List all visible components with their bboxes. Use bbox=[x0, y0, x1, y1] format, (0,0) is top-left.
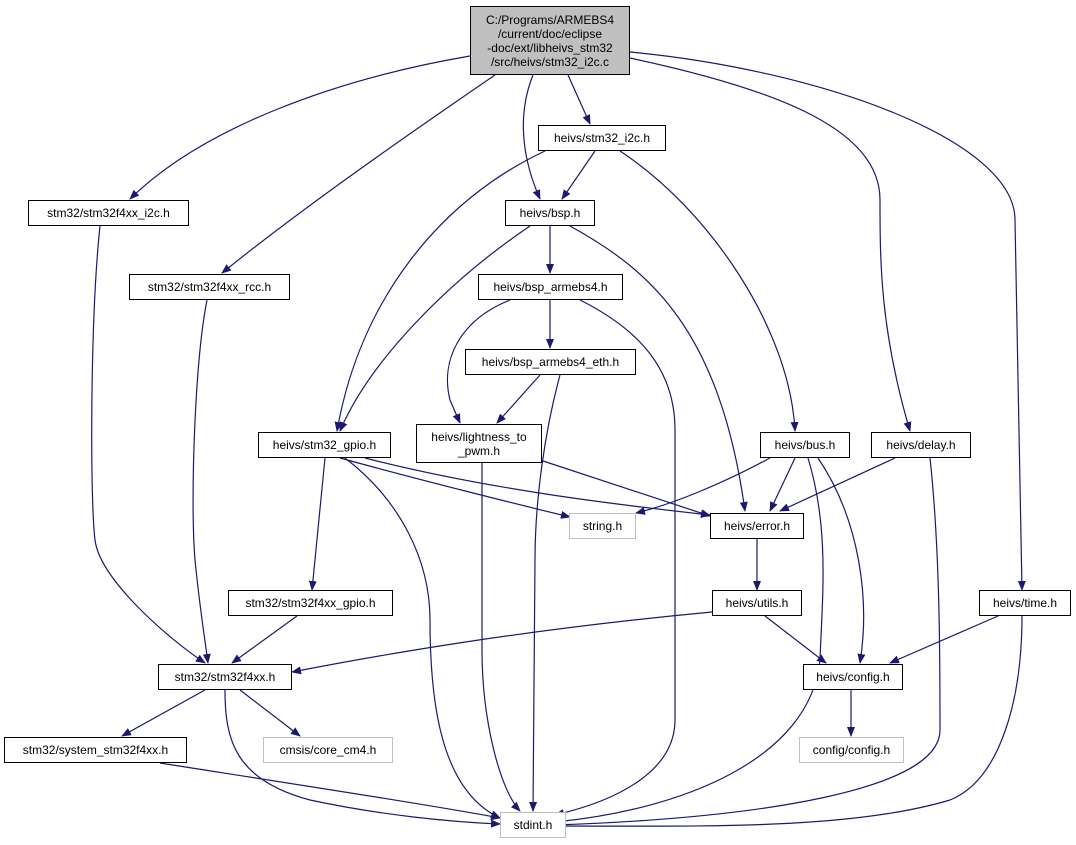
edge-root-delay-h bbox=[629, 57, 912, 432]
node-heivs-utils-h[interactable]: heivs/utils.h bbox=[712, 590, 802, 616]
edge-lightness-stdint bbox=[481, 463, 521, 812]
node-config-config-h[interactable]: config/config.h bbox=[799, 737, 904, 763]
edge-root-time-h bbox=[629, 51, 1026, 591]
lightness-line-1: heivs/lightness_to bbox=[431, 429, 527, 444]
edge-eth-lightness bbox=[496, 374, 541, 424]
node-system-stm32f4xx-h[interactable]: stm32/system_stm32f4xx.h bbox=[4, 737, 187, 763]
node-heivs-bus-h[interactable]: heivs/bus.h bbox=[760, 432, 850, 458]
edge-system-stdint bbox=[159, 762, 501, 821]
node-stm32f4xx-gpio-h[interactable]: stm32/stm32f4xx_gpio.h bbox=[228, 590, 393, 616]
edge-f4gpio-f4 bbox=[231, 615, 298, 664]
edge-f4-stdint bbox=[224, 689, 501, 828]
edge-gpio-stdint bbox=[344, 457, 501, 819]
edge-gpio-f4gpio bbox=[308, 457, 326, 591]
edge-i2c-bus bbox=[619, 150, 799, 432]
edge-gpio-string bbox=[339, 457, 571, 519]
node-heivs-error-h[interactable]: heivs/error.h bbox=[710, 513, 804, 539]
node-cmsis-core-cm4-h[interactable]: cmsis/core_cm4.h bbox=[263, 737, 393, 763]
edge-f4i2c-f4 bbox=[91, 225, 206, 664]
edge-delay-error bbox=[779, 457, 896, 512]
node-bsp-armebs4-h[interactable]: heivs/bsp_armebs4.h bbox=[478, 274, 623, 300]
edge-bsp-error bbox=[569, 225, 748, 512]
edge-eth-stdint bbox=[529, 374, 561, 812]
edge-root-stm32f4xx-rcc-h bbox=[221, 74, 496, 274]
node-heivs-delay-h[interactable]: heivs/delay.h bbox=[871, 432, 971, 458]
edge-utils-config bbox=[764, 615, 827, 664]
edge-lightness-error bbox=[539, 459, 711, 517]
node-stm32f4xx-rcc-h[interactable]: stm32/stm32f4xx_rcc.h bbox=[129, 274, 290, 300]
edge-root-stm32f4xx-i2c-h bbox=[129, 55, 471, 200]
edge-utils-f4 bbox=[291, 611, 713, 675]
edge-delay-stdint bbox=[554, 457, 941, 829]
root-line-1: C:/Programs/ARMEBS4 bbox=[485, 12, 615, 27]
root-line-2: /current/doc/eclipse bbox=[497, 26, 603, 41]
node-string-h[interactable]: string.h bbox=[569, 513, 636, 539]
node-heivs-time-h[interactable]: heivs/time.h bbox=[979, 590, 1071, 616]
edge-bus-config bbox=[817, 457, 866, 664]
edge-time-config bbox=[889, 615, 999, 664]
edge-armebs4-lightness bbox=[446, 299, 511, 424]
edge-bsp-gpio bbox=[339, 225, 531, 432]
node-stm32-gpio-h[interactable]: heivs/stm32_gpio.h bbox=[258, 432, 391, 458]
edge-bus-string bbox=[635, 457, 771, 515]
node-heivs-bsp-h[interactable]: heivs/bsp.h bbox=[505, 200, 595, 226]
root-file-node[interactable]: C:/Programs/ARMEBS4/current/doc/eclipse-… bbox=[470, 6, 630, 75]
edge-root-bsp-h bbox=[522, 74, 541, 200]
edge-f4-system bbox=[121, 689, 206, 737]
node-heivs-stm32-i2c-h[interactable]: heivs/stm32_i2c.h bbox=[538, 125, 666, 151]
node-stm32f4xx-i2c-h[interactable]: stm32/stm32f4xx_i2c.h bbox=[28, 200, 189, 226]
node-bsp-armebs4-eth-h[interactable]: heivs/bsp_armebs4_eth.h bbox=[465, 349, 636, 375]
root-line-3: -doc/ext/libheivs_stm32 bbox=[487, 40, 613, 55]
node-lightness-to-pwm-h[interactable]: heivs/lightness_to_pwm.h bbox=[416, 424, 542, 463]
edge-bus-error bbox=[769, 457, 796, 512]
edge-gpio-error bbox=[364, 457, 711, 518]
edge-rcc-f4 bbox=[192, 299, 211, 664]
node-stm32f4xx-h[interactable]: stm32/stm32f4xx.h bbox=[158, 664, 292, 690]
edge-root-stm32-i2c-h bbox=[567, 74, 591, 125]
edge-armebs4-stdint bbox=[554, 299, 676, 817]
node-heivs-config-h[interactable]: heivs/config.h bbox=[803, 664, 903, 690]
root-line-4: /src/heivs/stm32_i2c.c bbox=[490, 54, 610, 69]
edge-i2c-gpio bbox=[334, 150, 546, 432]
node-stdint-h[interactable]: stdint.h bbox=[500, 812, 566, 838]
edge-f4-core bbox=[239, 689, 301, 737]
lightness-line-2: _pwm.h bbox=[457, 443, 500, 458]
edge-time-stdint bbox=[554, 615, 1023, 831]
edge-i2c-bsp bbox=[561, 150, 596, 200]
